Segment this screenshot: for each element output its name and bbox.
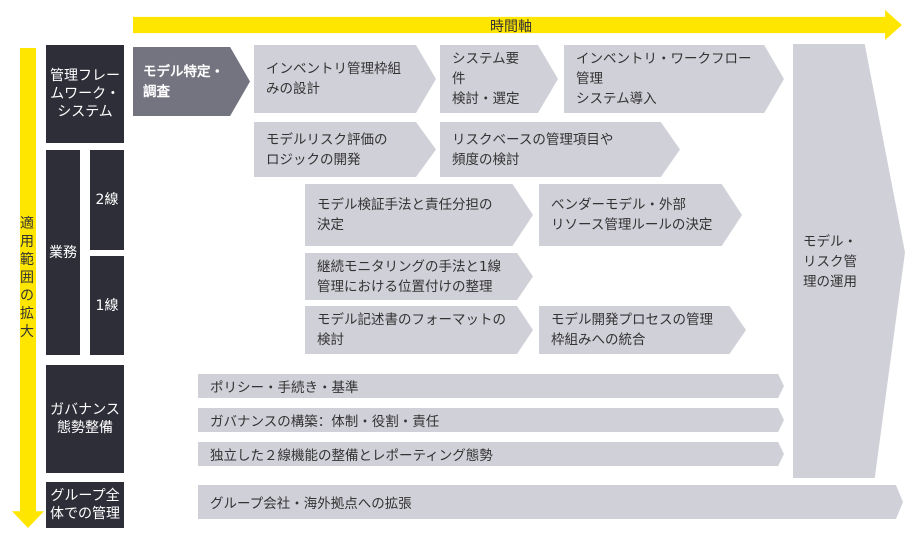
step-documentation: モデル記述書のフォーマットの 検討 bbox=[305, 306, 533, 354]
scope-axis-label: 適用範囲の拡大 bbox=[20, 216, 34, 340]
step-monitoring: 継続モニタリングの手法と1線 管理における位置付けの整理 bbox=[305, 253, 533, 300]
operation-label: モデル・リスク管理の運用 bbox=[803, 234, 857, 290]
step-risk-logic: モデルリスク評価の ロジックの開発 bbox=[254, 122, 436, 177]
row-label-framework: 管理フレームワーク・システム bbox=[46, 45, 124, 143]
row-label-governance: ガバナンス態勢整備 bbox=[46, 365, 124, 473]
step-validation: モデル検証手法と責任分担の 決定 bbox=[305, 184, 533, 246]
row-label-operations: 業務 bbox=[46, 150, 80, 355]
step-risk-based: リスクベースの管理項目や 頻度の検討 bbox=[440, 122, 680, 177]
row-label-line1: 1線 bbox=[90, 256, 124, 355]
bar-group-expansion: グループ会社・海外拠点への拡張 bbox=[198, 485, 903, 519]
time-axis-label: 時間軸 bbox=[490, 19, 532, 35]
row-label-line2: 2線 bbox=[90, 150, 124, 250]
bar-policy: ポリシー・手続き・基準 bbox=[198, 374, 784, 398]
bar-independent-line2: 独立した２線機能の整備とレポーティング態勢 bbox=[198, 442, 784, 466]
step-workflow-system: インベントリ・ワークフロー管理 システム導入 bbox=[564, 45, 784, 113]
step-inventory-design: インベントリ管理枠組 みの設計 bbox=[254, 45, 436, 113]
step-dev-process: モデル開発プロセスの管理 枠組みへの統合 bbox=[539, 306, 746, 354]
step-vendor-model: ベンダーモデル・外部 リソース管理ルールの決定 bbox=[539, 184, 742, 246]
step-system-requirements: システム要件 検討・選定 bbox=[440, 45, 558, 113]
row-label-group: グループ全体での管理 bbox=[46, 482, 124, 528]
step-model-identification: モデル特定・ 調査 bbox=[133, 47, 250, 116]
bar-governance-build: ガバナンスの構築：体制・役割・責任 bbox=[198, 408, 784, 432]
